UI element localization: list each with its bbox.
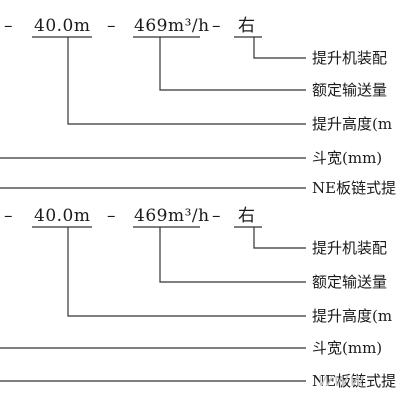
lower-label-model: NE板链式提 <box>312 372 397 390</box>
lower-label-drive-arrangement: 提升机装配 <box>312 239 388 257</box>
upper-lead-dash: – <box>4 16 13 36</box>
upper-label-model: NE板链式提 <box>312 179 397 197</box>
lower-separator-2: – <box>212 206 221 226</box>
lower-lead-dash: – <box>4 206 13 226</box>
lower-label-bucket-width: 斗宽(mm) <box>312 339 383 357</box>
upper-label-rated-capacity: 额定输送量 <box>312 81 388 99</box>
upper-label-lift-height: 提升高度(m <box>312 115 393 133</box>
upper-leader-capacity <box>159 37 306 91</box>
upper-capacity-value: 469m³/h <box>134 16 210 36</box>
lower-label-lift-height: 提升高度(m <box>312 307 393 325</box>
upper-label-drive-arrangement: 提升机装配 <box>312 49 388 67</box>
watermark: www <box>318 370 366 391</box>
lower-height-value: 40.0m <box>34 206 91 226</box>
upper-leader-height <box>67 37 306 125</box>
lower-leader-height <box>67 227 306 317</box>
upper-orientation-value: 右 <box>238 16 256 36</box>
upper-label-bucket-width: 斗宽(mm) <box>312 149 383 167</box>
lower-orientation-value: 右 <box>238 206 256 226</box>
upper-separator-2: – <box>212 16 221 36</box>
upper-height-value: 40.0m <box>34 16 91 36</box>
lower-label-rated-capacity: 额定输送量 <box>312 273 388 291</box>
lower-separator-1: – <box>107 206 116 226</box>
lower-capacity-value: 469m³/h <box>134 206 210 226</box>
lower-leader-capacity <box>159 227 306 283</box>
lower-leader-drive <box>253 227 306 249</box>
upper-leader-drive <box>253 37 306 59</box>
upper-separator-1: – <box>107 16 116 36</box>
